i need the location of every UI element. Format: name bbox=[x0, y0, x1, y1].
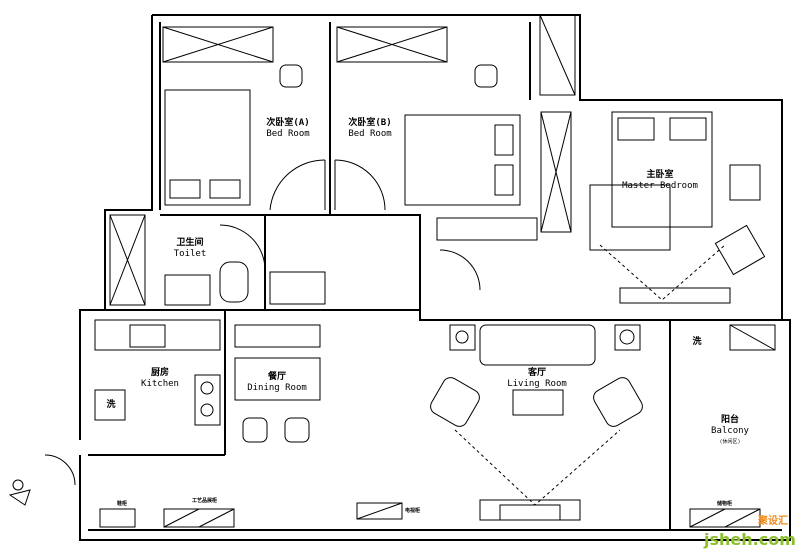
room-name-en: Kitchen bbox=[141, 379, 179, 389]
furniture-label: 工艺品展柜 bbox=[192, 498, 218, 504]
room-name-cn: 阳台 bbox=[720, 415, 739, 425]
toilet-fixture bbox=[219, 261, 249, 303]
room-name-cn: 次卧室(A) bbox=[266, 118, 310, 128]
beds bbox=[164, 89, 766, 276]
furniture-label: 电视柜 bbox=[405, 508, 421, 514]
room-name-en: Bed Room bbox=[266, 129, 310, 139]
walls bbox=[79, 14, 791, 541]
room-name-cn: 厨房 bbox=[150, 368, 169, 378]
room-label-bedroom-a: 次卧室(A)Bed Room bbox=[266, 118, 309, 140]
kitchen-sink-symbol: 洗 bbox=[106, 400, 116, 410]
room-name-en: Living Room bbox=[507, 379, 567, 389]
room-name-cn: 客厅 bbox=[527, 368, 547, 378]
kitchen-fixtures bbox=[94, 319, 221, 426]
room-name-en: Toilet bbox=[173, 249, 207, 259]
room-name-cn: 卫生间 bbox=[176, 238, 204, 248]
watermark-logo: jsheh.com bbox=[704, 530, 796, 549]
room-name-en: Master Bedroom bbox=[622, 181, 698, 191]
room-name-en: Dining Room bbox=[247, 383, 307, 393]
watermark-cn: 聚设汇 bbox=[758, 516, 788, 527]
wardrobes bbox=[109, 14, 776, 351]
person-figure bbox=[8, 479, 31, 506]
room-name-en: Bed Room bbox=[348, 129, 392, 139]
room-label-bedroom-b: 次卧室(B)Bed Room bbox=[348, 118, 391, 140]
room-name-cn: 主卧室 bbox=[646, 170, 674, 180]
furniture-label: 储物柜 bbox=[717, 501, 733, 507]
chairs bbox=[234, 64, 498, 443]
room-name-en: Balcony bbox=[711, 426, 749, 436]
room-name-cn: 餐厅 bbox=[267, 372, 287, 382]
dining-table bbox=[234, 357, 321, 401]
shower bbox=[164, 274, 211, 306]
balcony-wash-symbol: 洗 bbox=[692, 337, 702, 347]
living-furniture bbox=[430, 244, 731, 521]
doors bbox=[44, 159, 481, 520]
bottom-cabinets bbox=[99, 502, 761, 528]
room-note: (休闲区) bbox=[719, 439, 741, 445]
room-name-cn: 次卧室(B) bbox=[348, 118, 392, 128]
basin bbox=[269, 271, 326, 305]
furniture-label: 鞋柜 bbox=[117, 501, 128, 507]
